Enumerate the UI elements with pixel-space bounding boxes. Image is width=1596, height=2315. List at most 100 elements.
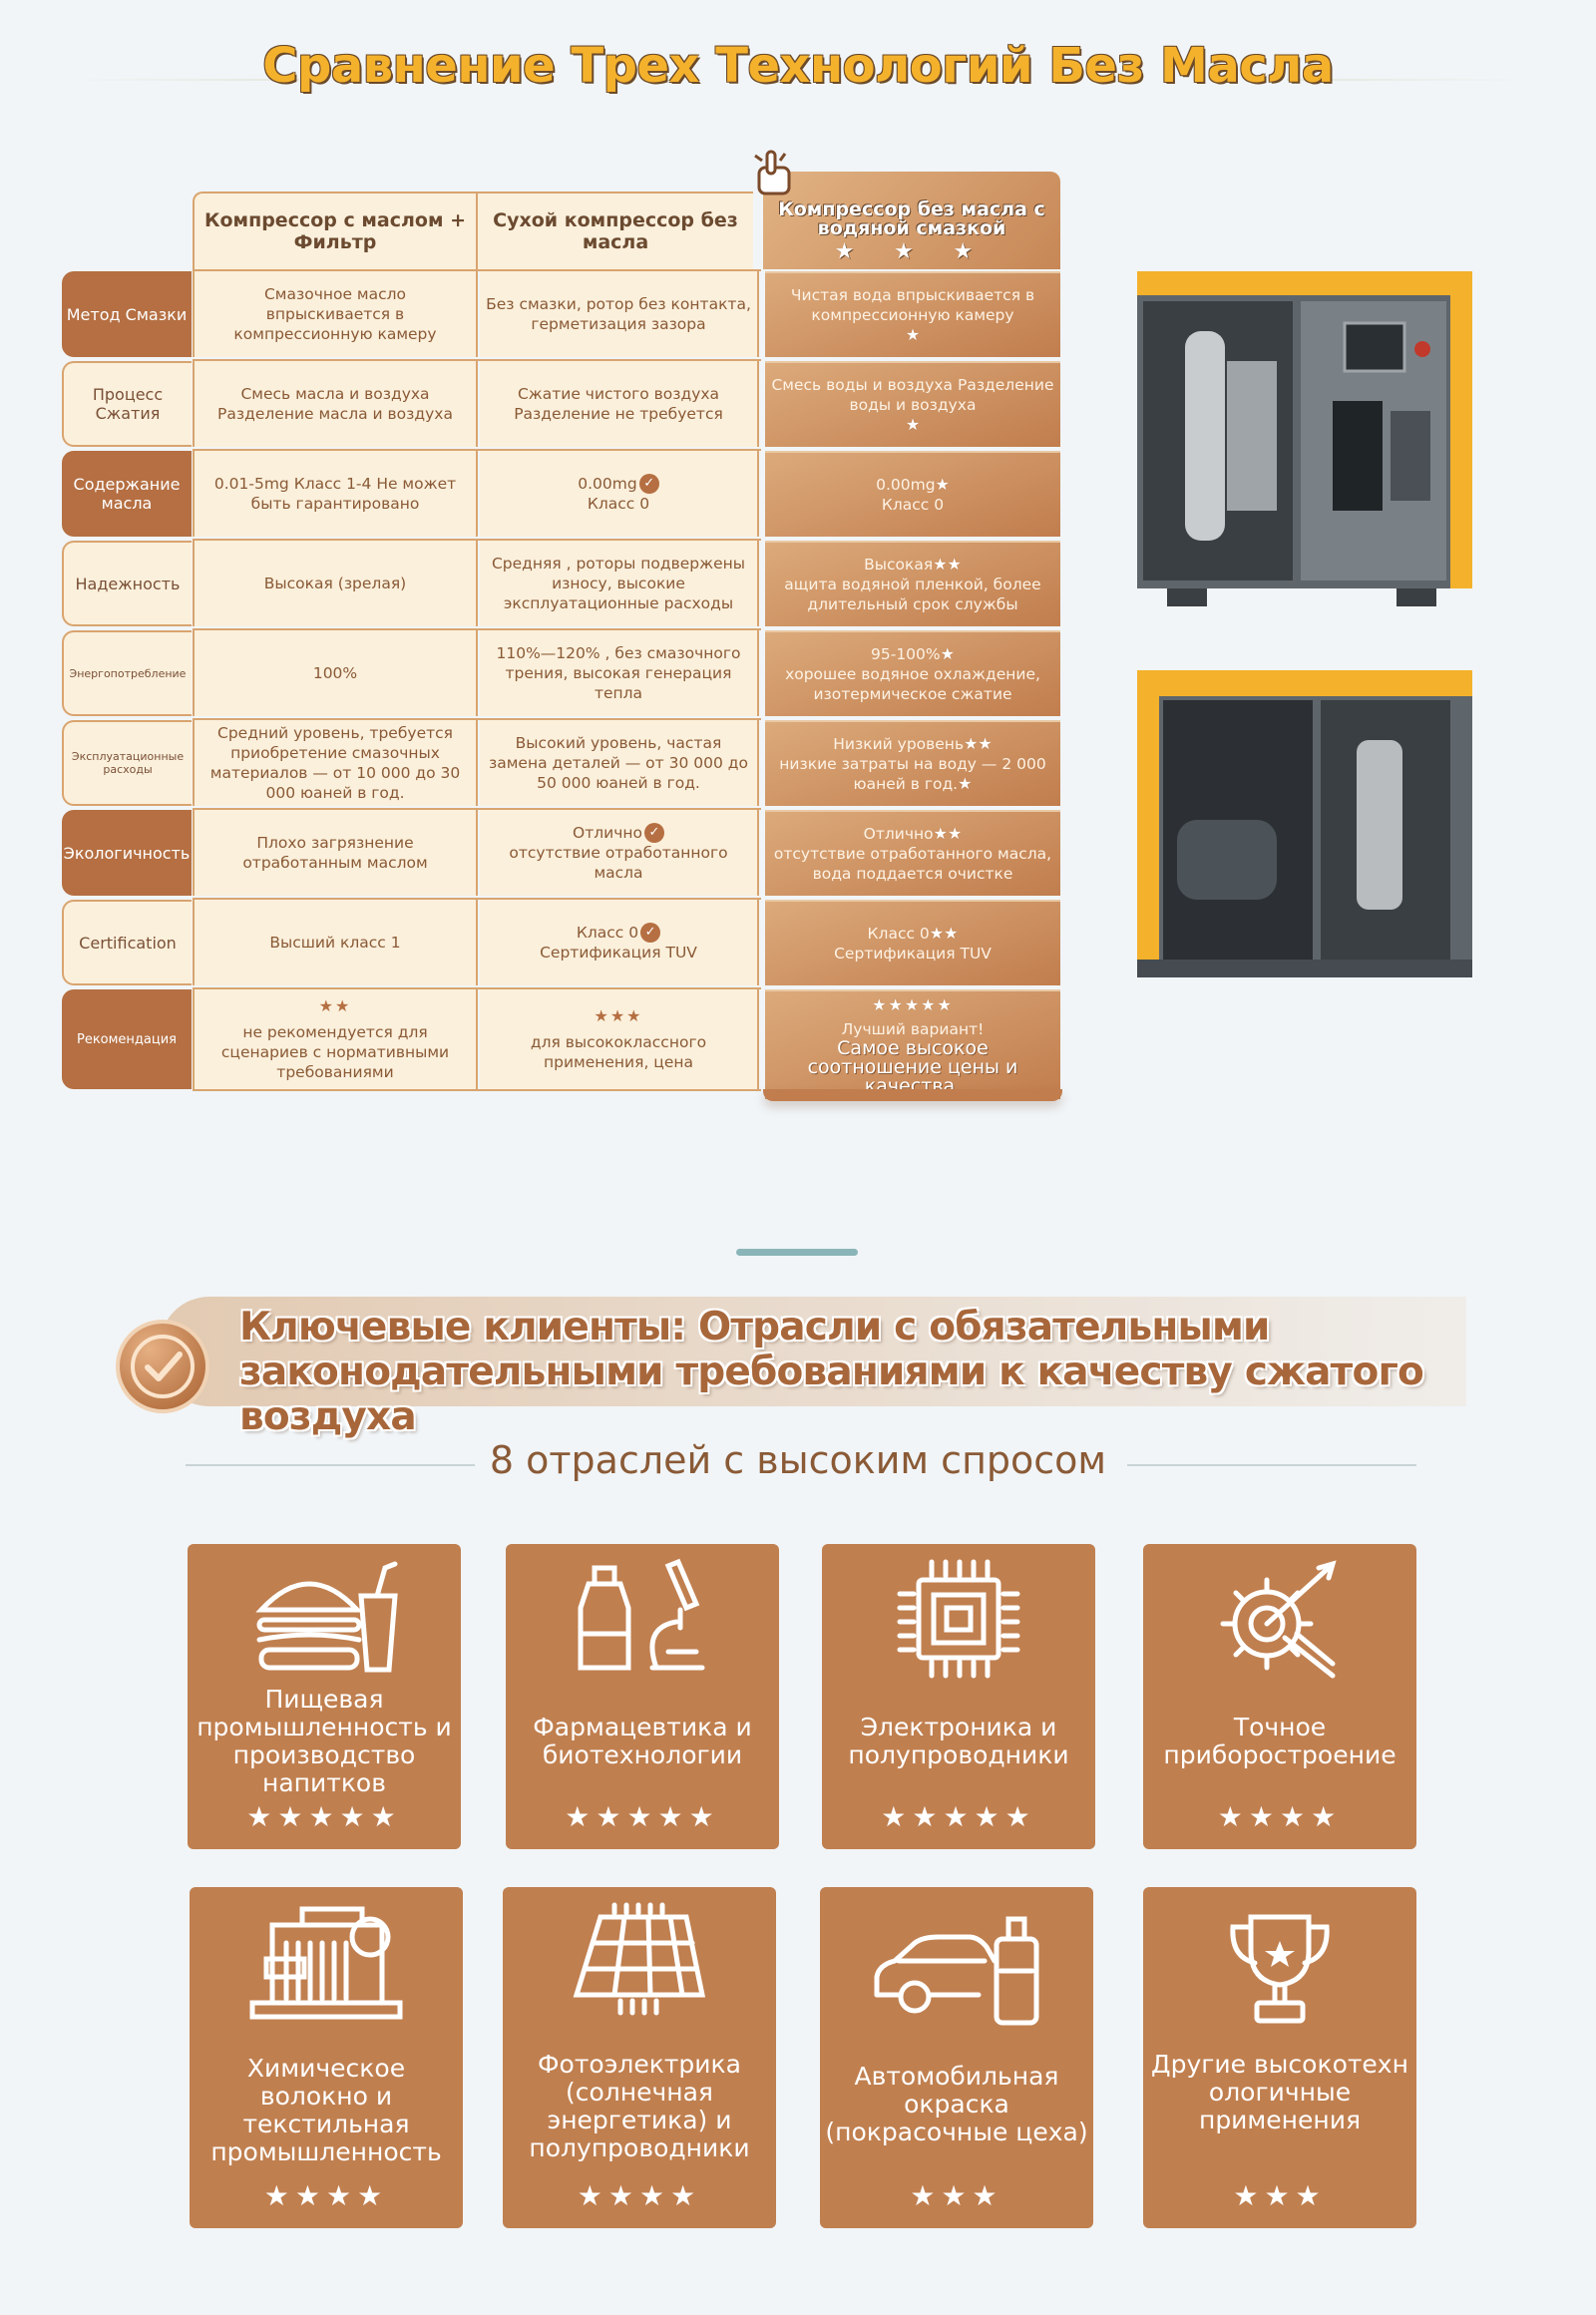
cell-water-sub: хорошее водяное охлаждение, изотермическ… (785, 665, 1040, 703)
row-operating-costs: Эксплуатационные расходы Средний уровень… (62, 718, 1069, 806)
row-label: Надежность (62, 541, 192, 626)
industry-stars: ★★★ (1233, 2179, 1327, 2212)
industry-stars: ★★★★ (1217, 1800, 1343, 1833)
cell-oil: 100% (193, 630, 478, 716)
header-water-lubricated: Компрессор без масла с водяной смазкой ★… (763, 172, 1060, 269)
banner-check-badge (116, 1320, 209, 1413)
cell-water-text: Чистая вода впрыскивается в компрессионн… (790, 286, 1035, 324)
cell-water: Чистая вода впрыскивается в компрессионн… (765, 271, 1060, 357)
industry-tile-precision: Точное приборостроение ★★★★ (1143, 1544, 1416, 1849)
section-divider (736, 1249, 858, 1256)
cell-water: 0.00mg★ Класс 0 (765, 451, 1060, 537)
cell-water: 95-100%★ хорошее водяное охлаждение, изо… (765, 630, 1060, 716)
header-oil-filter: Компрессор с маслом + Фильтр (193, 192, 478, 269)
compressor-photo-front (1137, 271, 1472, 606)
industry-label: Фармацевтика и биотехнологии (533, 1713, 752, 1769)
industry-stars: ★★★★ (263, 2179, 389, 2212)
section-title-line1: Ключевые клиенты: Отрасли с обязательным… (239, 1305, 1270, 1350)
row-label: Энергопотребление (62, 630, 192, 716)
table-bottom-border (193, 1089, 761, 1091)
banner-band (160, 1297, 1466, 1406)
star-icon: ★ (958, 774, 973, 793)
cell-water-text: Класс 0 (867, 925, 930, 943)
check-icon: ✓ (638, 474, 659, 495)
row-label: Рекомендация (62, 989, 192, 1089)
car-spray-icon (874, 1916, 1039, 2026)
row-label: Экологичность (62, 810, 192, 896)
industry-stars: ★★★★★ (881, 1800, 1036, 1833)
check-icon (131, 1335, 195, 1398)
trophy-icon (1230, 1914, 1330, 2024)
industry-stars: ★★★ (910, 2179, 1003, 2212)
cell-water-text: 95-100% (871, 645, 941, 663)
industry-tile-automotive: Автомобильная окраска (покрасочные цеха)… (820, 1887, 1093, 2228)
cell-water-text: Отлично (863, 825, 934, 843)
row-label: Эксплуатационные расходы (62, 720, 192, 806)
cell-dry: Класс 0✓ Сертификация TUV (480, 900, 759, 985)
header-stars: ★ ★ ★ (834, 238, 990, 264)
cell-water: Смесь воды и воздуха Разделение воды и в… (765, 361, 1060, 447)
industry-label: Фотоэлектрика (солнечная энергетика) и п… (529, 2050, 750, 2162)
cell-dry: Сжатие чистого воздуха Разделение не тре… (480, 361, 759, 447)
cell-dry: 110%—120% , без смазочного трения, высок… (480, 630, 759, 716)
star-icon: ★★ (933, 555, 962, 574)
star-icon: ★ (940, 644, 955, 663)
compressor-photo-open (1137, 670, 1472, 977)
industry-label: Другие высокотехн ологичные применения (1151, 2050, 1408, 2134)
cell-oil: Смесь масла и воздуха Разделение масла и… (193, 361, 478, 447)
cell-water-sub: Сертификация TUV (834, 945, 992, 963)
row-reliability: Надежность Высокая (зрелая) Средняя , ро… (62, 539, 1069, 626)
cell-dry: Средняя , роторы подвержены износу, высо… (480, 541, 759, 626)
industry-tile-other: Другие высокотехн ологичные применения ★… (1143, 1887, 1416, 2228)
compressor-front-illustration (1137, 271, 1472, 606)
industries-subheading: 8 отраслей с высоким спросом (489, 1438, 1107, 1482)
cell-oil: Высокая (зрелая) (193, 541, 478, 626)
subheading-rule-right (1127, 1464, 1416, 1466)
title-rule-left (60, 79, 299, 81)
star-icon: ★★ (933, 824, 963, 843)
cell-oil: 0.01-5mg Класс 1-4 Не может быть гаранти… (193, 451, 478, 537)
row-lubrication: Метод Смазки Смазочное масло впрыскивает… (62, 269, 1069, 357)
cell-water: Класс 0★★ Сертификация TUV (765, 900, 1060, 985)
row-oil-content: Содержание масла 0.01-5mg Класс 1-4 Не м… (62, 449, 1069, 537)
industry-label: Химическое волокно и текстильная промышл… (210, 2054, 442, 2166)
cell-water-text: Лучший вариант! (841, 1019, 985, 1038)
food-drink-icon (255, 1561, 398, 1673)
header-dry: Сухой компрессор без масла (478, 192, 753, 269)
check-icon: ✓ (640, 923, 661, 944)
rating-stars: ★★★★★ (872, 994, 954, 1014)
cell-water-text: Высокая (864, 556, 934, 574)
rating-stars: ★★ (318, 996, 352, 1015)
cell-oil-text: не рекомендуется для сценариев с нормати… (220, 1023, 450, 1081)
rating-stars: ★★★ (594, 1006, 643, 1025)
industry-label: Пищевая промышленность и производство на… (197, 1685, 452, 1797)
row-label: Содержание масла (62, 451, 192, 537)
cell-water: Высокая★★ ащита водяной пленкой, более д… (765, 541, 1060, 626)
cell-dry-sub: Класс 0 (587, 495, 650, 514)
cell-water: Низкий уровень★★ низкие затраты на воду … (765, 720, 1060, 806)
row-label: Метод Смазки (62, 271, 192, 357)
page-title: Сравнение Трех Технологий Без Масла (262, 38, 1334, 94)
solar-panel-icon (573, 1902, 706, 2016)
row-label: Certification (62, 900, 192, 985)
cell-water-sub: отсутствие отработанного масла, вода под… (773, 845, 1052, 883)
cell-dry-text: Класс 0 (576, 923, 639, 942)
industry-tile-textile: Химическое волокно и текстильная промышл… (190, 1887, 463, 2228)
cell-oil: Средний уровень, требуется приобретение … (193, 720, 478, 806)
chip-icon (897, 1559, 1020, 1679)
cell-dry: ★★★ для высококлассного применения, цена (480, 989, 759, 1089)
cell-water-sub: низкие затраты на воду — 2 000 юаней в г… (779, 755, 1046, 793)
industry-stars: ★★★★★ (246, 1800, 402, 1833)
row-compression: Процесс Сжатия Смесь масла и воздуха Раз… (62, 359, 1069, 447)
cell-water-highlight: Самое высокое соотношение цены и качеств… (807, 1036, 1018, 1097)
industry-tile-electronics: Электроника и полупроводники ★★★★★ (822, 1544, 1095, 1849)
cell-dry-text: Отлично (573, 823, 642, 842)
industry-stars: ★★★★★ (565, 1800, 720, 1833)
precision-gear-icon (1220, 1560, 1337, 1679)
industry-tile-solar: Фотоэлектрика (солнечная энергетика) и п… (503, 1887, 776, 2228)
cell-water-text: Смесь воды и воздуха Разделение воды и в… (771, 376, 1054, 414)
cell-water-sub: ащита водяной пленкой, более длительный … (784, 576, 1041, 613)
star-icon: ★ (905, 415, 921, 434)
cell-water-text: Низкий уровень (833, 735, 965, 753)
row-certification: Certification Высший класс 1 Класс 0✓ Се… (62, 898, 1069, 985)
